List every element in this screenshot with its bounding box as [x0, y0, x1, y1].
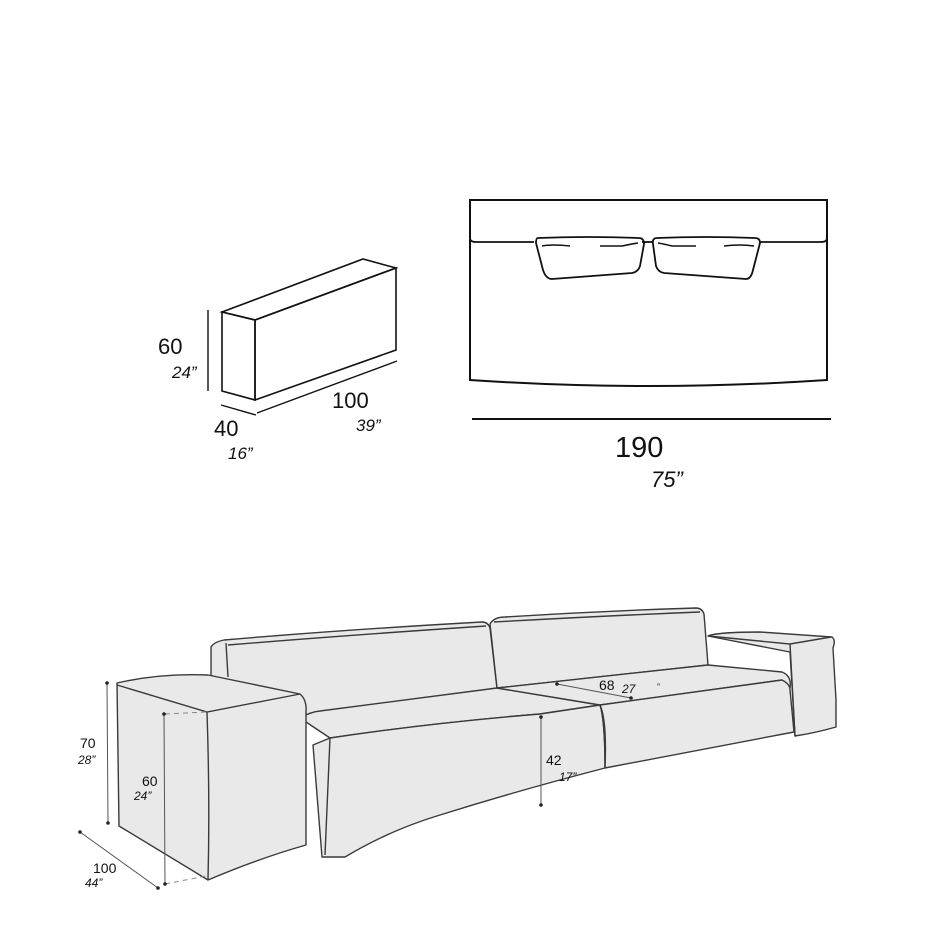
sofa-seat-height-cm: 42 — [546, 752, 562, 768]
cushion-depth-cm: 40 — [214, 416, 238, 441]
cushion-height-cm: 60 — [158, 334, 182, 359]
sofa-arm-height-in: 24” — [133, 789, 152, 803]
sofa-seat-height-in: 17” — [559, 770, 577, 784]
cushion-width-dim-line — [256, 360, 398, 414]
top-view-width-in: 75” — [651, 467, 684, 492]
right-backrest — [489, 607, 709, 689]
left-back-cushion — [535, 236, 645, 280]
sofa-depth-cm: 100 — [93, 860, 117, 876]
right-seat-front — [599, 679, 795, 769]
cushion-depth-dim-line — [220, 404, 257, 416]
cushion-width-in: 39” — [356, 416, 382, 435]
sofa-total-height-in: 28” — [77, 753, 96, 767]
sofa-seat-depth-cm: 68 — [599, 677, 615, 693]
cushion-width-cm: 100 — [332, 388, 369, 413]
sofa-depth-in: 44” — [85, 876, 103, 890]
sofa-perspective-drawing — [116, 607, 837, 881]
cushion-height-in: 24” — [171, 363, 198, 382]
sofa-total-height-cm: 70 — [80, 735, 96, 751]
sofa-seat-depth-in-mark: ” — [657, 682, 660, 692]
cushion-depth-in: 16” — [228, 444, 254, 463]
top-view-drawing — [469, 199, 831, 420]
cushion-module-drawing — [207, 258, 399, 416]
sofa-arm-height-cm: 60 — [142, 773, 158, 789]
sofa-dimensions — [78, 681, 633, 890]
right-armrest — [707, 631, 837, 737]
sofa-seat-depth-in: 27 — [621, 682, 637, 696]
right-back-cushion — [651, 236, 761, 280]
top-view-width-cm: 190 — [615, 432, 663, 464]
